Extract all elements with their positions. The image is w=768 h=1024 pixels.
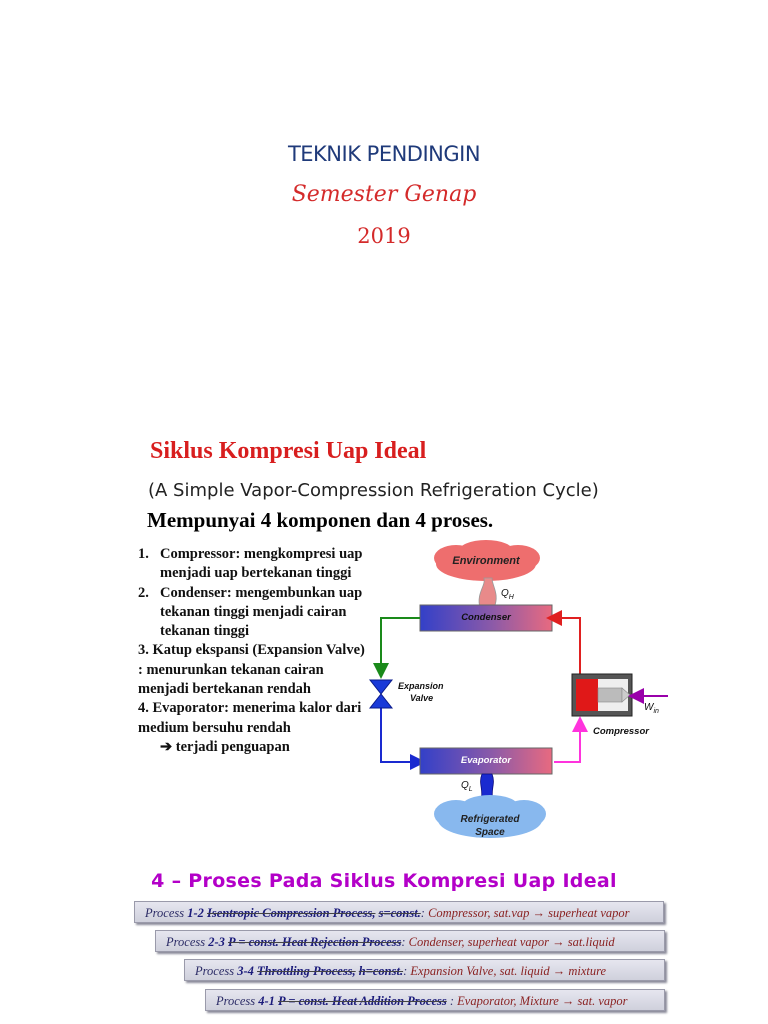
- list-text: Condenser: mengembunkan uap tekanan ting…: [160, 584, 363, 640]
- list-item: 1. Compressor: mengkompresi uap menjadi …: [138, 545, 368, 584]
- evaporator-label: Evaporator: [461, 755, 512, 766]
- list-item: 4. Evaporator: menerima kalor dari mediu…: [138, 699, 368, 738]
- compressor-label: Compressor: [593, 726, 650, 737]
- list-number: 4.: [138, 700, 149, 717]
- discharge-line: [546, 610, 581, 674]
- process-prefix: Process: [195, 964, 235, 978]
- expansion-valve-label-2: Valve: [410, 693, 433, 703]
- section-subtitle: (A Simple Vapor-Compression Refrigeratio…: [148, 480, 599, 501]
- process-bar-4-1: Process 4-1 P = const. Heat Addition Pro…: [205, 989, 665, 1011]
- process-separator: :: [449, 994, 455, 1008]
- processes-heading: 4 – Proses Pada Siklus Kompresi Uap Idea…: [151, 870, 617, 892]
- result-text: terjadi penguapan: [175, 738, 290, 755]
- process-name: P = const. Heat Addition Process: [278, 994, 447, 1008]
- process-prefix: Process: [216, 994, 256, 1008]
- compressor-icon: [571, 673, 633, 717]
- process-name: Isentropic Compression Process,: [207, 906, 376, 920]
- cycle-diagram: Environment QH Condenser Expansion Valve…: [368, 540, 668, 838]
- list-item: 2. Condenser: mengembunkan uap tekanan t…: [138, 584, 368, 642]
- list-item: 3. Katup ekspansi (Expansion Valve) : me…: [138, 641, 368, 699]
- ql-label: QL: [461, 780, 473, 793]
- year-label: 2019: [357, 224, 411, 248]
- low-pressure-line: [380, 708, 426, 770]
- space-label: Refrigerated: [461, 814, 521, 825]
- condenser-label: Condenser: [461, 612, 512, 623]
- section-heading: Siklus Kompresi Uap Ideal: [150, 438, 427, 464]
- process-step: 1-2: [187, 906, 204, 920]
- process-bar-2-3: Process 2-3 P = const. Heat Rejection Pr…: [155, 930, 665, 952]
- process-bar-1-2: Process 1-2 Isentropic Compression Proce…: [134, 901, 664, 923]
- process-prefix: Process: [145, 906, 185, 920]
- process-description: Expansion Valve, sat. liquid → mixture: [410, 964, 607, 978]
- list-text: Katup ekspansi (Expansion Valve) : menur…: [138, 642, 365, 698]
- process-bar-3-4: Process 3-4 Throttling Process, h=const.…: [184, 959, 665, 981]
- process-step: 4-1: [258, 994, 275, 1008]
- process-name: Throttling Process,: [257, 964, 356, 978]
- environment-cloud: [434, 540, 540, 581]
- list-number: 1.: [138, 546, 149, 562]
- process-description: Evaporator, Mixture → sat. vapor: [457, 994, 628, 1008]
- process-separator: :: [401, 935, 406, 949]
- process-description: Compressor, sat.vap → superheat vapor: [428, 906, 630, 920]
- component-list: 1. Compressor: mengkompresi uap menjadi …: [138, 545, 368, 757]
- environment-label: Environment: [452, 555, 521, 567]
- liquid-line: [373, 617, 420, 679]
- list-item-result: ➔ terjadi penguapan: [138, 738, 368, 757]
- list-text: Evaporator: menerima kalor dari medium b…: [138, 700, 362, 736]
- space-label-2: Space: [475, 827, 505, 838]
- arrow-right-icon: ➔: [160, 738, 173, 755]
- list-number: 3.: [138, 642, 149, 659]
- process-name: P = const. Heat Rejection Process: [228, 935, 402, 949]
- refrigerated-space-cloud: [434, 795, 546, 838]
- process-separator: :: [420, 906, 425, 920]
- process-condition: h=const.: [358, 964, 404, 978]
- qh-label: QH: [501, 588, 515, 601]
- document-title: TEKNIK PENDINGIN: [287, 142, 481, 166]
- suction-line: [554, 716, 588, 763]
- process-condition: s=const.: [378, 906, 421, 920]
- list-text: Compressor: mengkompresi uap menjadi uap…: [160, 546, 363, 582]
- win-label: Win: [644, 702, 659, 715]
- expansion-valve-label: Expansion: [398, 681, 444, 691]
- process-step: 2-3: [208, 935, 225, 949]
- section-intro: Mempunyai 4 komponen dan 4 proses.: [147, 508, 494, 532]
- ql-arrow-icon: [480, 773, 494, 801]
- process-prefix: Process: [166, 935, 206, 949]
- qh-arrow-icon: [478, 577, 497, 609]
- process-separator: :: [403, 964, 408, 978]
- process-step: 3-4: [237, 964, 254, 978]
- list-number: 2.: [138, 584, 149, 601]
- process-description: Condenser, superheat vapor → sat.liquid: [408, 935, 615, 949]
- semester-label: Semester Genap: [291, 182, 477, 207]
- evaporator-box: [419, 747, 553, 775]
- expansion-valve-icon: [368, 679, 394, 709]
